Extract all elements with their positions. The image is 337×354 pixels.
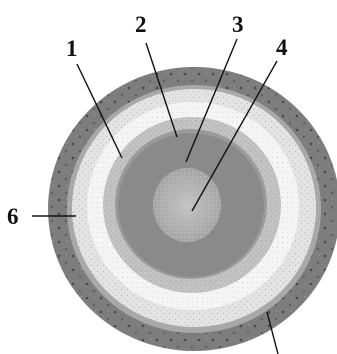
label-3: 3 [232, 12, 244, 37]
core-glow [149, 164, 225, 246]
label-2: 2 [135, 12, 147, 37]
label-1: 1 [66, 36, 78, 61]
label-4: 4 [276, 35, 288, 60]
label-6: 6 [7, 204, 19, 229]
